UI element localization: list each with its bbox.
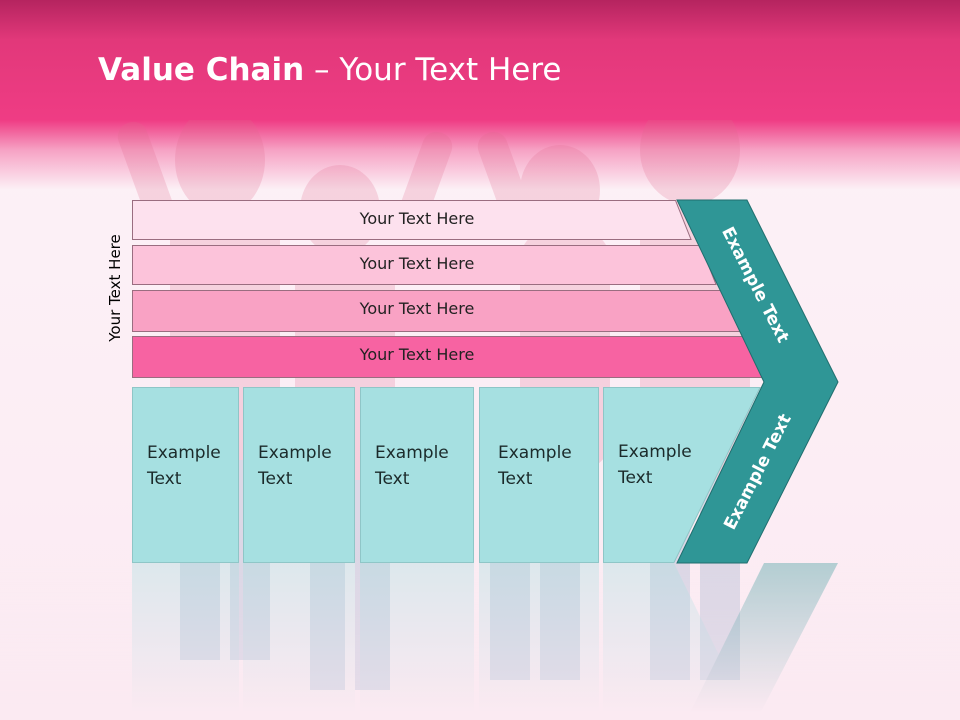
reflection xyxy=(0,563,960,720)
box-line-2: Text xyxy=(147,469,182,489)
header-band xyxy=(0,0,960,190)
example-box-2[interactable]: Example Text xyxy=(243,387,355,563)
box-line-2: Text xyxy=(258,469,293,489)
box-line-1: Example xyxy=(258,443,332,463)
bar-label: Your Text Here xyxy=(359,254,475,273)
example-box-3[interactable]: Example Text xyxy=(360,387,474,563)
box-line-1: Example xyxy=(375,443,449,463)
bar-label: Your Text Here xyxy=(359,209,475,228)
example-box-4[interactable]: Example Text xyxy=(479,387,599,563)
box-line-1: Example xyxy=(618,442,692,462)
bar-label: Your Text Here xyxy=(359,345,475,364)
example-box-1[interactable]: Example Text xyxy=(132,387,239,563)
box-line-2: Text xyxy=(498,469,533,489)
page-title: Value Chain – Your Text Here xyxy=(98,52,562,88)
bar-label: Your Text Here xyxy=(359,299,475,318)
example-box-5[interactable]: Example Text xyxy=(618,439,692,491)
example-box-5-shape xyxy=(603,387,761,563)
box-line-1: Example xyxy=(498,443,572,463)
box-line-2: Text xyxy=(618,468,653,488)
box-line-2: Text xyxy=(375,469,410,489)
box-line-1: Example xyxy=(147,443,221,463)
